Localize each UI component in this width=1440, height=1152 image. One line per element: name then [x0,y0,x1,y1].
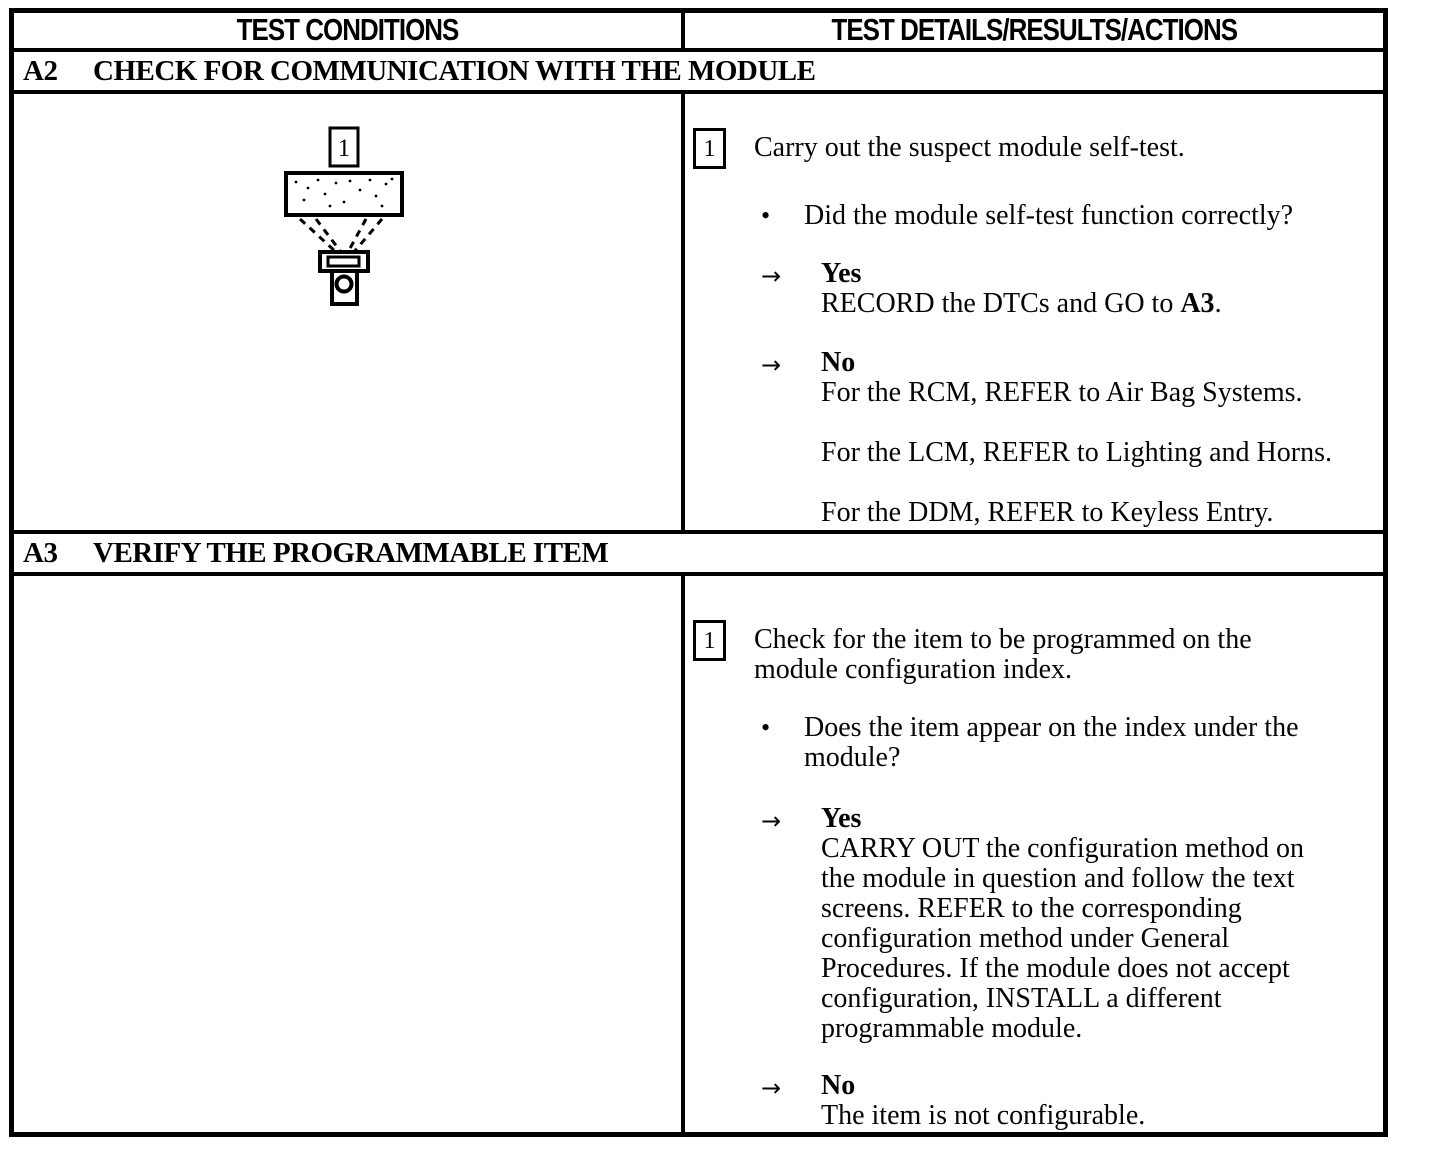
a2-test-conditions-cell: 1 [14,94,685,530]
module-stipple-dots [294,177,394,208]
a2-no-action-ddm: For the DDM, REFER to Keyless Entry. [821,497,1274,528]
a3-instruction-line: Check for the item to be programmed on t… [754,624,1252,655]
a2-no-action-rcm: For the RCM, REFER to Air Bag Systems. [821,377,1303,408]
a3-yes-action-line: Procedures. If the module does not accep… [821,953,1290,984]
step-a2-id: A2 [23,54,58,87]
a2-step-1: 1 Carry out the suspect module self-test… [693,128,1383,169]
bullet-icon: • [761,201,771,230]
step-a3-body-row: 1 Check for the item to be programmed on… [14,576,1383,1132]
a2-instruction: Carry out the suspect module self-test. [754,132,1185,163]
a3-question-line: Does the item appear on the index under … [804,712,1299,743]
a2-yes-action: RECORD the DTCs and GO to A3. [821,288,1222,319]
a3-no-label: No [821,1070,856,1101]
module-self-test-figure: 1 [278,122,408,312]
step-a2-title-row: A2 CHECK FOR COMMUNICATION WITH THE MODU… [14,52,1383,94]
figure-step-number: 1 [338,135,351,162]
figure-step-number-box [328,126,360,168]
step-a3-title-row: A3 VERIFY THE PROGRAMMABLE ITEM [14,534,1383,576]
step-number-box: 1 [693,128,726,169]
a2-no-action-lcm: For the LCM, REFER to Lighting and Horns… [821,437,1332,468]
a3-no-branch: → No The item is not configurable. [761,1071,1383,1131]
a2-test-details-cell: 1 Carry out the suspect module self-test… [685,94,1383,530]
arrow-icon: → [761,262,781,290]
a2-question: • Did the module self-test function corr… [761,201,1383,231]
a3-yes-action-line: configuration, INSTALL a different [821,983,1222,1014]
step-a2-body-row: 1 [14,94,1383,534]
arrow-icon: → [761,1074,781,1102]
bullet-icon: • [761,713,771,742]
scan-tool-module-illustration: 1 [284,126,404,306]
a3-test-conditions-cell [14,576,685,1132]
a2-no-label: No [821,347,856,378]
test-details-header: TEST DETAILS/RESULTS/ACTIONS [831,13,1238,47]
test-conditions-header: TEST CONDITIONS [236,13,460,47]
arrow-icon: → [761,807,781,835]
a3-yes-action-line: configuration method under General [821,923,1230,954]
a3-yes-action-line: the module in question and follow the te… [821,863,1295,894]
arrow-icon: → [761,351,781,379]
scan-tool-icon [318,250,370,306]
header-cell-test-details: TEST DETAILS/RESULTS/ACTIONS [685,13,1383,48]
a3-yes-action-line: screens. REFER to the corresponding [821,893,1242,924]
pinpoint-test-table: TEST CONDITIONS TEST DETAILS/RESULTS/ACT… [9,8,1388,1137]
a3-yes-action-line: programmable module. [821,1013,1083,1044]
a2-yes-label: Yes [821,258,862,289]
a3-question-line: module? [804,742,901,773]
a3-test-details-cell: 1 Check for the item to be programmed on… [685,576,1383,1132]
step-number-box: 1 [693,620,726,661]
header-cell-test-conditions: TEST CONDITIONS [14,13,685,48]
a3-yes-branch: → Yes CARRY OUT the configuration method… [761,804,1383,1044]
dashed-signal-lines [298,217,384,254]
table-header-row: TEST CONDITIONS TEST DETAILS/RESULTS/ACT… [14,13,1383,52]
a3-question: • Does the item appear on the index unde… [761,713,1383,773]
a3-instruction-line: module configuration index. [754,654,1073,685]
step-a2-title: CHECK FOR COMMUNICATION WITH THE MODULE [93,54,816,87]
step-a3-id: A3 [23,536,58,569]
a2-yes-branch: → Yes RECORD the DTCs and GO to A3. [761,259,1383,319]
a2-no-branch: → No For the RCM, REFER to Air Bag Syste… [761,348,1383,408]
module-box-icon [284,171,404,217]
a3-yes-action-line: CARRY OUT the configuration method on [821,833,1304,864]
a2-yes-action-ref: A3 [1180,288,1215,319]
step-a3-title: VERIFY THE PROGRAMMABLE ITEM [93,536,609,569]
a2-question-text: Did the module self-test function correc… [804,200,1294,231]
a3-no-action-line: The item is not configurable. [821,1100,1146,1131]
a3-step-1: 1 Check for the item to be programmed on… [693,620,1383,685]
a3-yes-label: Yes [821,803,862,834]
